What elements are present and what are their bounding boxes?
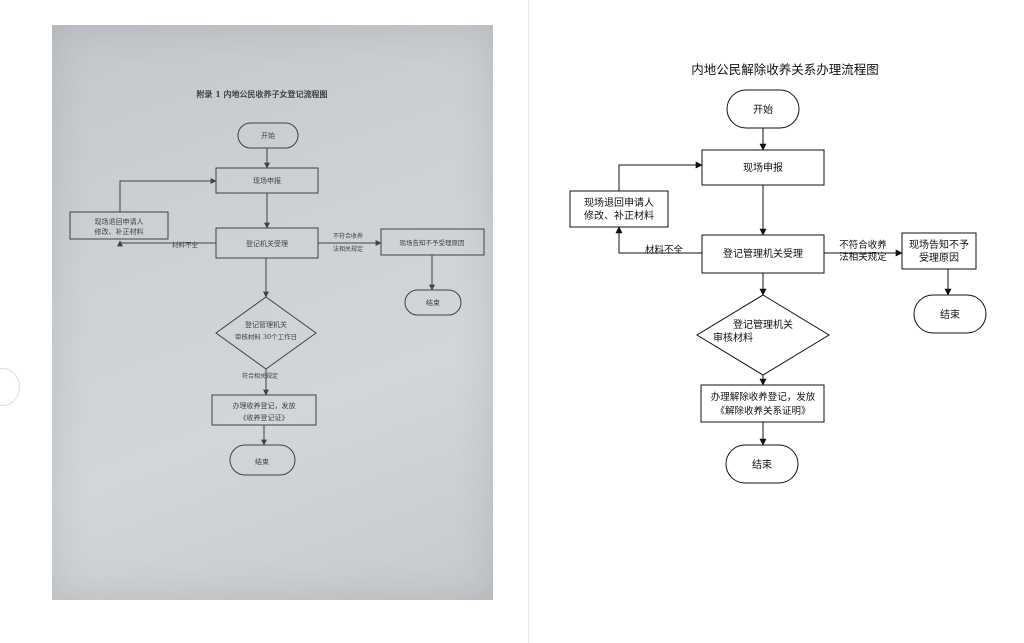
- photo-return-label: 现场退回申请人: [95, 217, 144, 226]
- photo-accept-label: 登记机关受理: [246, 239, 288, 248]
- flow-register-label: 《解除收养关系证明》: [715, 405, 810, 417]
- flow-report-label: 现场申报: [743, 161, 783, 174]
- photo-end-bottom-node: [229, 444, 296, 476]
- flow-review-label: 登记管理机关: [733, 318, 793, 331]
- flow-end-right-label: 结束: [940, 308, 960, 321]
- dissolution-flowchart: 内地公民解除收养关系办理流程图 开始 现场申报 现场退回申请人 修改、补正材料 …: [560, 55, 1000, 495]
- photo-end-bottom-label: 结束: [255, 457, 269, 466]
- scanned-flowchart-photo: 附录 1 内地公民收养子女登记流程图 开始 现场申报 现场退回申请人 修改、补正…: [52, 25, 493, 600]
- flow-return-label: 现场退回申请人: [584, 196, 654, 209]
- photo-review-label: 登记管理机关: [245, 320, 287, 329]
- flow-end-bottom-label: 结束: [752, 458, 772, 471]
- photo-register-label: 办理收养登记，发放: [233, 401, 296, 410]
- photo-return-node: [69, 211, 169, 240]
- panel-divider: [528, 0, 529, 643]
- flow-reject-label: 现场告知不予: [909, 238, 969, 251]
- flow-end-bottom-node: [725, 444, 799, 484]
- flow-accept-label: 登记管理机关受理: [723, 247, 803, 260]
- photo-noncompliant-label: 不符合收养: [333, 232, 363, 240]
- flow-title: 内地公民解除收养关系办理流程图: [691, 62, 879, 77]
- flow-end-right-node: [913, 294, 987, 334]
- photo-review-label: 审核材料 30个工作日: [235, 332, 297, 341]
- photo-reject-label: 现场告知不予受理原因: [400, 238, 465, 247]
- flow-register-label: 办理解除收养登记，发放: [711, 391, 816, 403]
- flow-incomplete-label: 材料不全: [645, 244, 684, 256]
- photo-compliant-label: 符合相关规定: [242, 372, 278, 380]
- photo-title: 附录 1 内地公民收养子女登记流程图: [196, 89, 327, 99]
- flow-noncompliant-label: 法相关规定: [839, 251, 887, 263]
- photo-start-label: 开始: [261, 131, 275, 140]
- flow-start-label: 开始: [753, 103, 773, 116]
- flow-review-label: 审核材料: [713, 331, 753, 344]
- photo-incomplete-label: 材料不全: [172, 240, 199, 249]
- flow-return-label: 修改、补正材料: [584, 209, 654, 222]
- photo-start-node: [237, 122, 299, 149]
- photo-return-label: 修改、补正材料: [95, 227, 144, 236]
- photo-report-label: 现场申报: [253, 176, 281, 185]
- photo-end-right-node: [404, 289, 462, 316]
- flow-noncompliant-label: 不符合收养: [839, 239, 887, 251]
- photo-noncompliant-label: 法相关规定: [333, 245, 363, 253]
- flow-reject-node: [901, 232, 977, 270]
- photo-end-right-label: 结束: [426, 298, 440, 307]
- photo-register-label: 《收养登记证》: [240, 413, 289, 422]
- carousel-prev-button[interactable]: [0, 368, 20, 406]
- flow-reject-label: 受理原因: [919, 252, 959, 264]
